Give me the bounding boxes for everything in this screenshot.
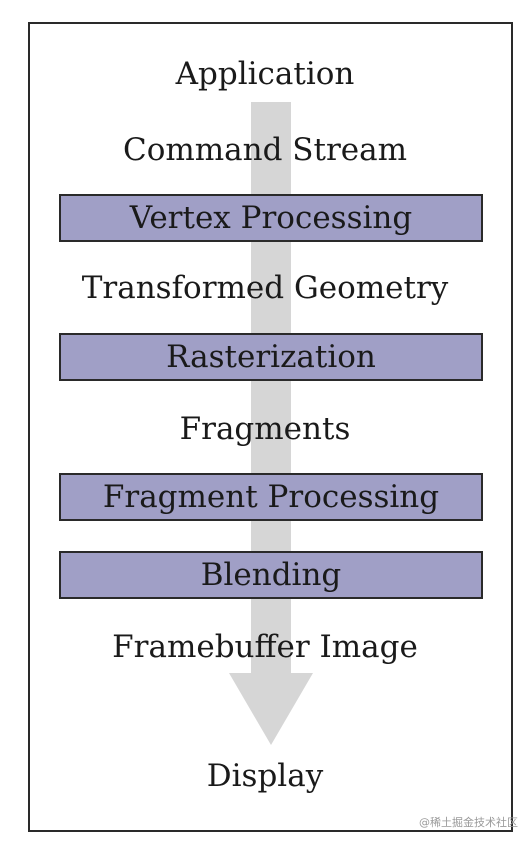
watermark: @稀土掘金技术社区 bbox=[419, 816, 518, 829]
blending-label: Blending bbox=[200, 557, 342, 593]
fragment-processing-stage: Fragment Processing bbox=[59, 473, 483, 521]
rasterization-label: Rasterization bbox=[166, 339, 376, 375]
rasterization-stage: Rasterization bbox=[59, 333, 483, 381]
command-stream-label: Command Stream bbox=[122, 132, 408, 168]
fragment-processing-label: Fragment Processing bbox=[102, 479, 440, 515]
application-label: Application bbox=[175, 56, 355, 92]
vertex-processing-label: Vertex Processing bbox=[129, 200, 413, 236]
vertex-processing-stage: Vertex Processing bbox=[59, 194, 483, 242]
diagram-frame bbox=[28, 22, 513, 832]
flow-arrow-shape bbox=[229, 102, 313, 745]
transformed-geometry-label: Transformed Geometry bbox=[81, 270, 449, 306]
display-label: Display bbox=[206, 758, 324, 794]
fragments-label: Fragments bbox=[179, 411, 351, 447]
blending-stage: Blending bbox=[59, 551, 483, 599]
framebuffer-image-label: Framebuffer Image bbox=[112, 629, 418, 665]
